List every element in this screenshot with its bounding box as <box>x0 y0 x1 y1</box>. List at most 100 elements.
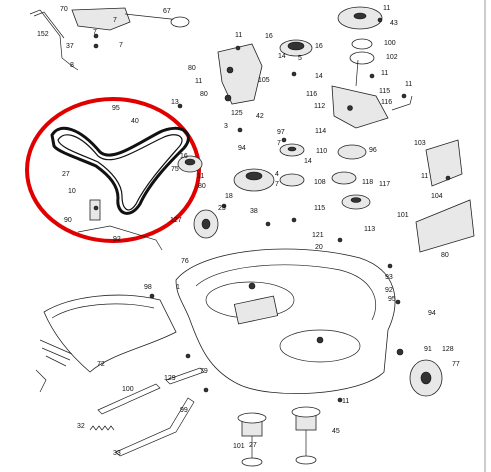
part-label: 112 <box>314 103 325 110</box>
part-label: 94 <box>428 310 436 317</box>
part-label: 101 <box>397 212 409 219</box>
part-label: 80 <box>198 183 206 190</box>
part-label: 40 <box>131 118 139 125</box>
part-label: 23 <box>218 205 226 212</box>
part-label: 95 <box>388 296 396 303</box>
hardware-bolts <box>93 17 451 403</box>
part-label: 91 <box>424 346 432 353</box>
lift-lever-assembly <box>29 7 190 71</box>
part-label: 27 <box>62 171 70 178</box>
part-label: 10 <box>68 188 76 195</box>
part-label: 16 <box>265 33 273 40</box>
part-label: 11 <box>342 398 349 405</box>
part-label: 108 <box>314 179 326 186</box>
part-label: 11 <box>235 32 242 39</box>
part-label: 77 <box>452 361 460 368</box>
spindle-assembly-right <box>291 406 321 465</box>
part-label: 45 <box>332 428 340 435</box>
lower-lift-links <box>97 367 205 457</box>
part-label: 33 <box>113 450 121 457</box>
part-label: 92 <box>113 236 121 243</box>
part-label: 105 <box>258 77 270 84</box>
part-label: 127 <box>170 217 182 224</box>
part-label: 98 <box>144 284 152 291</box>
part-label: 3 <box>224 123 228 130</box>
discharge-chute <box>35 294 177 393</box>
part-label: 113 <box>364 226 375 233</box>
part-label: 128 <box>442 346 454 353</box>
spindle-pulley-top-right <box>337 6 383 87</box>
part-label: 13 <box>171 99 179 106</box>
part-label: 43 <box>390 20 398 27</box>
part-label: 100 <box>384 40 396 47</box>
part-label: 80 <box>200 91 208 98</box>
part-label: 115 <box>314 205 325 212</box>
part-label: 7 <box>275 181 279 188</box>
part-label: 11 <box>405 81 412 88</box>
part-label: 32 <box>77 423 85 430</box>
belt-callout <box>25 97 201 243</box>
part-label: 104 <box>431 193 443 200</box>
part-label: 7 <box>119 42 123 49</box>
part-label: 11 <box>383 5 390 12</box>
part-label: 14 <box>315 73 323 80</box>
drive-pulley-left <box>177 155 203 173</box>
part-label: 14 <box>304 158 312 165</box>
part-label: 8 <box>70 62 74 69</box>
part-label: 16 <box>180 153 188 160</box>
part-label: 99 <box>180 407 188 414</box>
part-label: 110 <box>316 148 327 155</box>
part-label: 96 <box>369 147 377 154</box>
part-label: 11 <box>381 70 388 77</box>
gauge-wheel-right <box>396 348 443 397</box>
part-label: 97 <box>277 129 285 136</box>
part-label: 67 <box>163 8 171 15</box>
part-label: 92 <box>385 287 393 294</box>
spring <box>89 425 115 431</box>
part-label: 18 <box>225 193 233 200</box>
part-label: 5 <box>298 55 302 62</box>
part-label: 72 <box>97 361 105 368</box>
part-label: 1 <box>176 284 180 291</box>
part-label: 116 <box>306 91 317 98</box>
spindle-pulley-center <box>233 168 275 192</box>
right-deflector-bracket <box>415 139 475 253</box>
part-label: 152 <box>37 31 49 38</box>
part-label: 14 <box>278 53 286 60</box>
part-label: 95 <box>112 105 120 112</box>
part-label: 129 <box>164 375 176 382</box>
part-label: 20 <box>315 244 323 251</box>
part-label: 80 <box>188 65 196 72</box>
part-label: 11 <box>195 78 202 85</box>
part-label: 7 <box>113 17 117 24</box>
part-label: 116 <box>381 99 392 106</box>
part-label: 94 <box>238 145 246 152</box>
part-label: 38 <box>250 208 258 215</box>
deck-housing <box>175 248 396 394</box>
part-label: 75 <box>171 166 179 173</box>
idler-pulley-center <box>279 143 305 187</box>
part-label: 90 <box>64 217 72 224</box>
idler-bracket <box>217 43 263 105</box>
part-label: 125 <box>231 110 243 117</box>
part-label: 115 <box>379 88 390 95</box>
part-label: 117 <box>379 181 390 188</box>
part-label: 11 <box>197 173 204 180</box>
part-label: 118 <box>362 179 373 186</box>
part-label: 37 <box>66 43 74 50</box>
part-label: 121 <box>312 232 324 239</box>
part-label: 93 <box>385 274 393 281</box>
idler-pulley-top <box>279 39 313 57</box>
idler-pulleys-right <box>331 144 371 210</box>
gauge-wheel-left <box>193 209 219 239</box>
part-label: 4 <box>275 171 279 178</box>
part-label: 7 <box>93 29 97 36</box>
part-label: 101 <box>233 443 245 450</box>
part-label: 42 <box>256 113 264 120</box>
part-label: 100 <box>122 386 134 393</box>
part-label: 114 <box>315 128 326 135</box>
part-label: 16 <box>315 43 323 50</box>
part-label: 103 <box>414 140 426 147</box>
